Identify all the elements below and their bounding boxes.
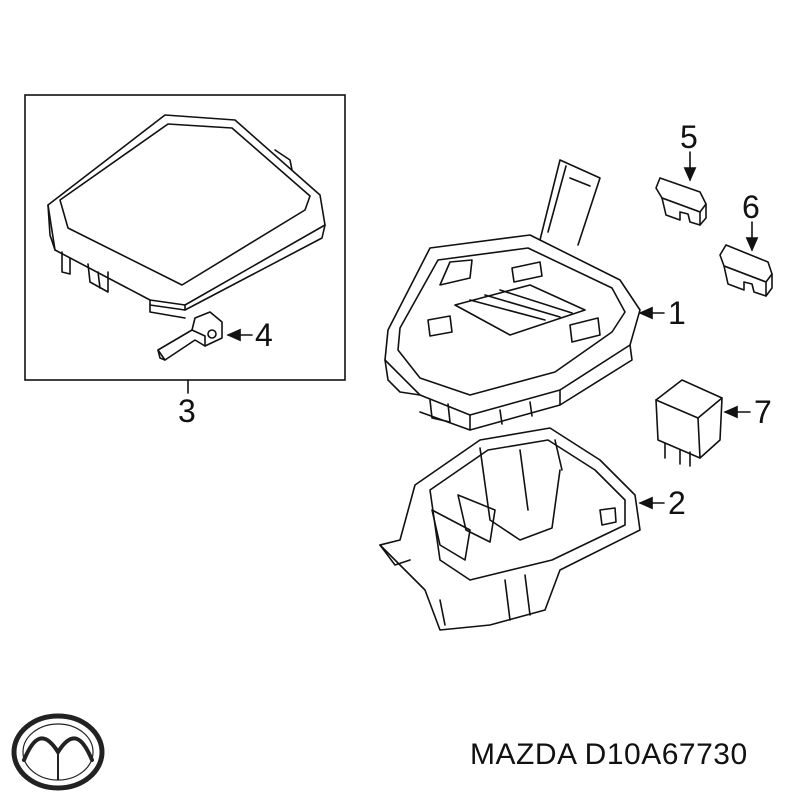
cover-inset-frame — [24, 94, 346, 381]
part-number-label: MAZDA D10A67730 — [470, 738, 748, 771]
callout-5-label: 5 — [680, 119, 698, 155]
mini-fuse-5 — [655, 177, 707, 226]
fuse-box-lower — [379, 427, 641, 631]
callout-1-label: 1 — [668, 295, 686, 331]
mini-fuse-6 — [719, 244, 773, 297]
callout-2-label: 2 — [668, 485, 686, 521]
fuse-box-upper — [384, 159, 641, 431]
callout-6-label: 6 — [742, 189, 760, 225]
callout-4-label: 4 — [255, 317, 273, 353]
clip-part — [157, 311, 223, 361]
fuse-box-cover — [47, 114, 326, 319]
relay-7 — [655, 379, 723, 467]
callout-7-label: 7 — [754, 394, 772, 430]
mazda-logo-icon — [11, 713, 105, 791]
callout-3-label: 3 — [178, 393, 196, 429]
